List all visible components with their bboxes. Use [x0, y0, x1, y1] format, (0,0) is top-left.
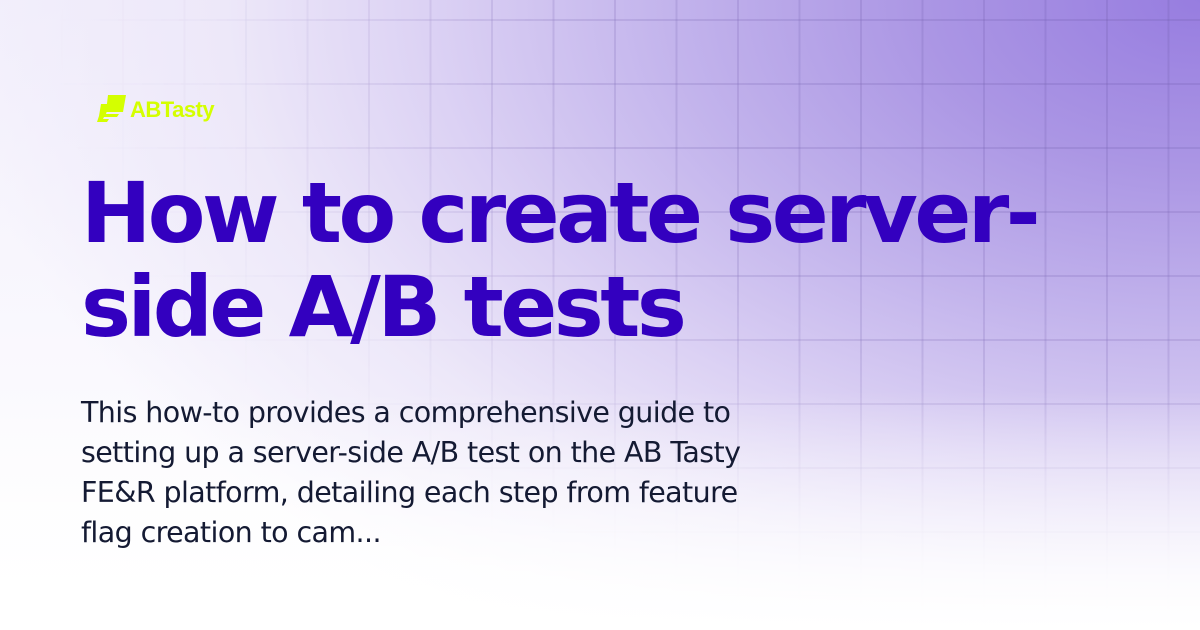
title-line-1: How to create server-: [81, 164, 1041, 262]
abtasty-logo-icon: [97, 95, 126, 122]
description-line-2: setting up a server-side A/B test on the…: [81, 436, 741, 469]
page-title: How to create server- side A/B tests: [81, 166, 1081, 354]
description-line-3: FE&R platform, detailing each step from …: [81, 476, 738, 509]
brand-name: ABTasty: [130, 97, 215, 122]
article-description: This how-to provides a comprehensive gui…: [81, 393, 881, 553]
brand-logo: ABTasty: [95, 95, 215, 125]
description-line-1: This how-to provides a comprehensive gui…: [81, 396, 731, 429]
description-line-4: flag creation to cam...: [81, 516, 382, 549]
title-line-2: side A/B tests: [81, 258, 687, 356]
